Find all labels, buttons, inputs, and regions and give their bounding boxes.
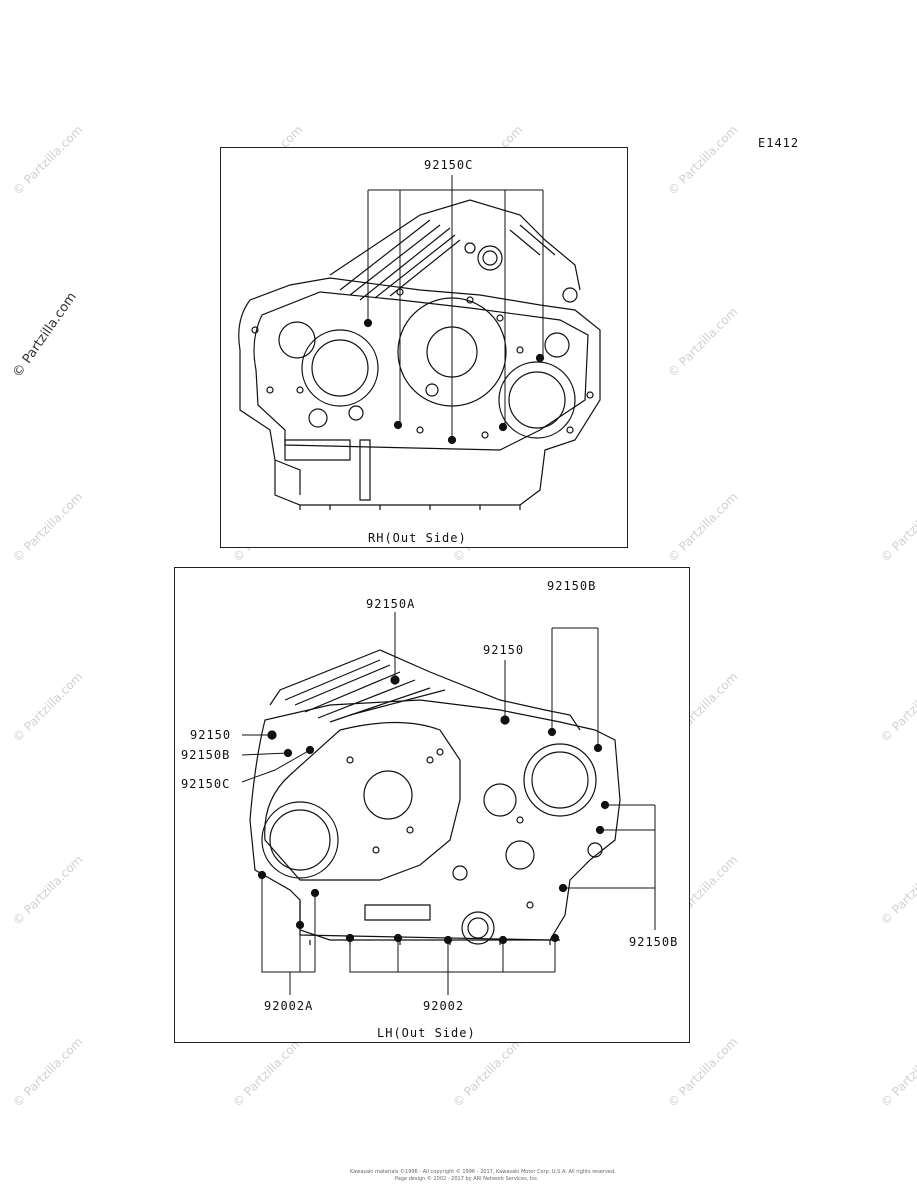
watermark: © Partzilla.com [10, 669, 86, 745]
lh-callout-92150-top: 92150 [483, 643, 525, 657]
footer-design: Page design © 2002 - 2017 by ARI Network… [395, 1176, 539, 1182]
lh-callout-92150b-right: 92150B [629, 935, 679, 949]
lh-callout-92002: 92002 [423, 999, 465, 1013]
diagram-id: E1412 [758, 136, 800, 150]
watermark: © Partzilla.com [10, 1034, 86, 1110]
watermark: © Partzilla.com [450, 1034, 526, 1110]
lh-callout-92150c-left: 92150C [181, 777, 231, 791]
watermark-side: © Partzilla.com [10, 289, 80, 381]
lh-panel [174, 567, 690, 1043]
watermark: © Partzilla.com [10, 122, 86, 198]
watermark: © Partzilla.com [230, 1034, 306, 1110]
footer-copyright: Kawasaki materials ©1996 - All copyright… [350, 1169, 616, 1175]
rh-panel [220, 147, 628, 548]
rh-panel-caption: RH(Out Side) [368, 531, 467, 545]
lh-callout-92150a: 92150A [366, 597, 416, 611]
rh-callout-92150c: 92150C [424, 158, 474, 172]
watermark: © Partzilla.com [878, 489, 917, 565]
watermark: © Partzilla.com [665, 1034, 741, 1110]
watermark: © Partzilla.com [878, 669, 917, 745]
lh-callout-92002a: 92002A [264, 999, 314, 1013]
watermark: © Partzilla.com [878, 852, 917, 928]
lh-callout-92150b-top: 92150B [547, 579, 597, 593]
watermark: © Partzilla.com [10, 852, 86, 928]
watermark: © Partzilla.com [878, 1034, 917, 1110]
watermark: © Partzilla.com [665, 122, 741, 198]
lh-callout-92150b-left: 92150B [181, 748, 231, 762]
lh-callout-92150-left: 92150 [190, 728, 232, 742]
watermark: © Partzilla.com [10, 489, 86, 565]
watermark: © Partzilla.com [665, 489, 741, 565]
lh-panel-caption: LH(Out Side) [377, 1026, 476, 1040]
watermark: © Partzilla.com [665, 304, 741, 380]
